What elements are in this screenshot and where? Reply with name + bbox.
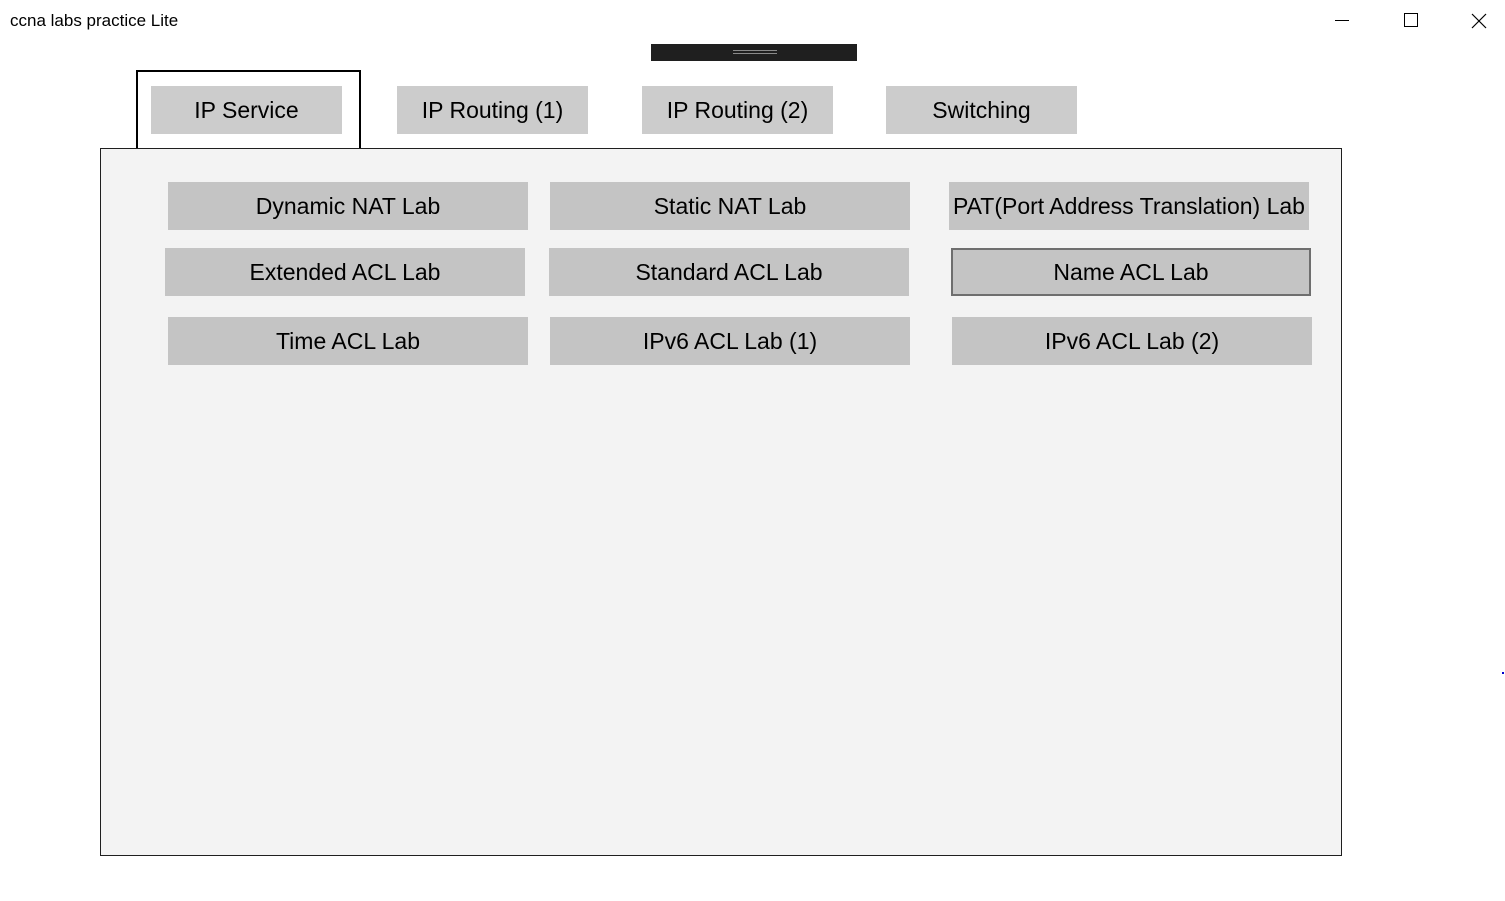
tab-ip-routing-1[interactable]: IP Routing (1) [397,86,588,134]
grip-icon [733,50,777,54]
extended-acl-lab-button[interactable]: Extended ACL Lab [165,248,525,296]
tab-ip-routing-2[interactable]: IP Routing (2) [642,86,833,134]
close-icon [1471,13,1487,29]
standard-acl-lab-button[interactable]: Standard ACL Lab [549,248,909,296]
tab-ip-service[interactable]: IP Service [151,86,342,134]
tab-switching[interactable]: Switching [886,86,1077,134]
app-title: ccna labs practice Lite [10,11,179,30]
stray-dot [1502,672,1504,674]
app-bar-drag-handle[interactable] [651,44,857,61]
minimize-icon [1335,20,1349,21]
close-button[interactable] [1444,0,1505,40]
ipv6-acl-lab-2-button[interactable]: IPv6 ACL Lab (2) [952,317,1312,365]
pat-lab-button[interactable]: PAT(Port Address Translation) Lab [949,182,1309,230]
time-acl-lab-button[interactable]: Time ACL Lab [168,317,528,365]
maximize-icon [1404,13,1418,27]
dynamic-nat-lab-button[interactable]: Dynamic NAT Lab [168,182,528,230]
maximize-button[interactable] [1376,0,1444,40]
ipv6-acl-lab-1-button[interactable]: IPv6 ACL Lab (1) [550,317,910,365]
minimize-button[interactable] [1308,0,1376,40]
static-nat-lab-button[interactable]: Static NAT Lab [550,182,910,230]
title-bar: ccna labs practice Lite [0,0,1505,42]
name-acl-lab-button[interactable]: Name ACL Lab [951,248,1311,296]
lab-panel: Dynamic NAT Lab Static NAT Lab PAT(Port … [100,148,1342,856]
